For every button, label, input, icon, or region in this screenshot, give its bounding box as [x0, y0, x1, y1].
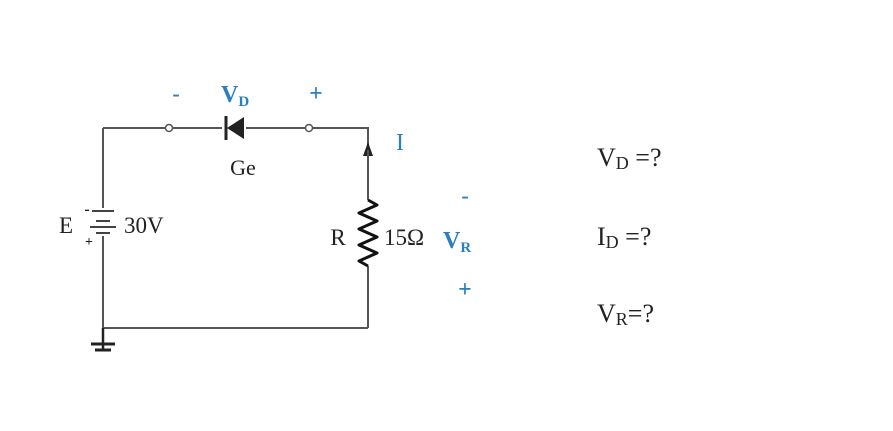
source-minus-sign: -: [84, 201, 89, 218]
terminal-right: [304, 123, 314, 133]
diode-plus-sign: +: [309, 81, 323, 107]
vr-plus-sign: +: [458, 277, 472, 303]
questions: VD =? ID =? VR=?: [597, 143, 661, 329]
resistor-label: R: [330, 225, 346, 250]
ground-symbol: [91, 328, 115, 352]
vd-label: VD: [221, 82, 249, 110]
question-vd: VD =?: [597, 143, 661, 173]
current-label: I: [396, 130, 404, 156]
battery-symbol: [90, 210, 116, 234]
resistor-value: 15Ω: [384, 225, 424, 250]
vr-minus-sign: -: [461, 183, 468, 208]
top-right-wire: [312, 127, 369, 148]
diode-type-label: Ge: [230, 155, 256, 180]
vr-label: VR: [443, 228, 471, 256]
source-value: 30V: [124, 213, 164, 238]
question-vr: VR=?: [597, 299, 654, 329]
terminal-left: [164, 123, 174, 133]
source-label: E: [59, 213, 73, 238]
question-id: ID =?: [597, 222, 651, 252]
source-plus-sign: +: [85, 235, 93, 250]
diode-symbol: [224, 116, 244, 140]
resistor-symbol: [357, 198, 379, 268]
current-arrow: [363, 142, 373, 156]
top-left-wire: [102, 127, 166, 208]
diode-minus-sign: -: [172, 81, 179, 106]
